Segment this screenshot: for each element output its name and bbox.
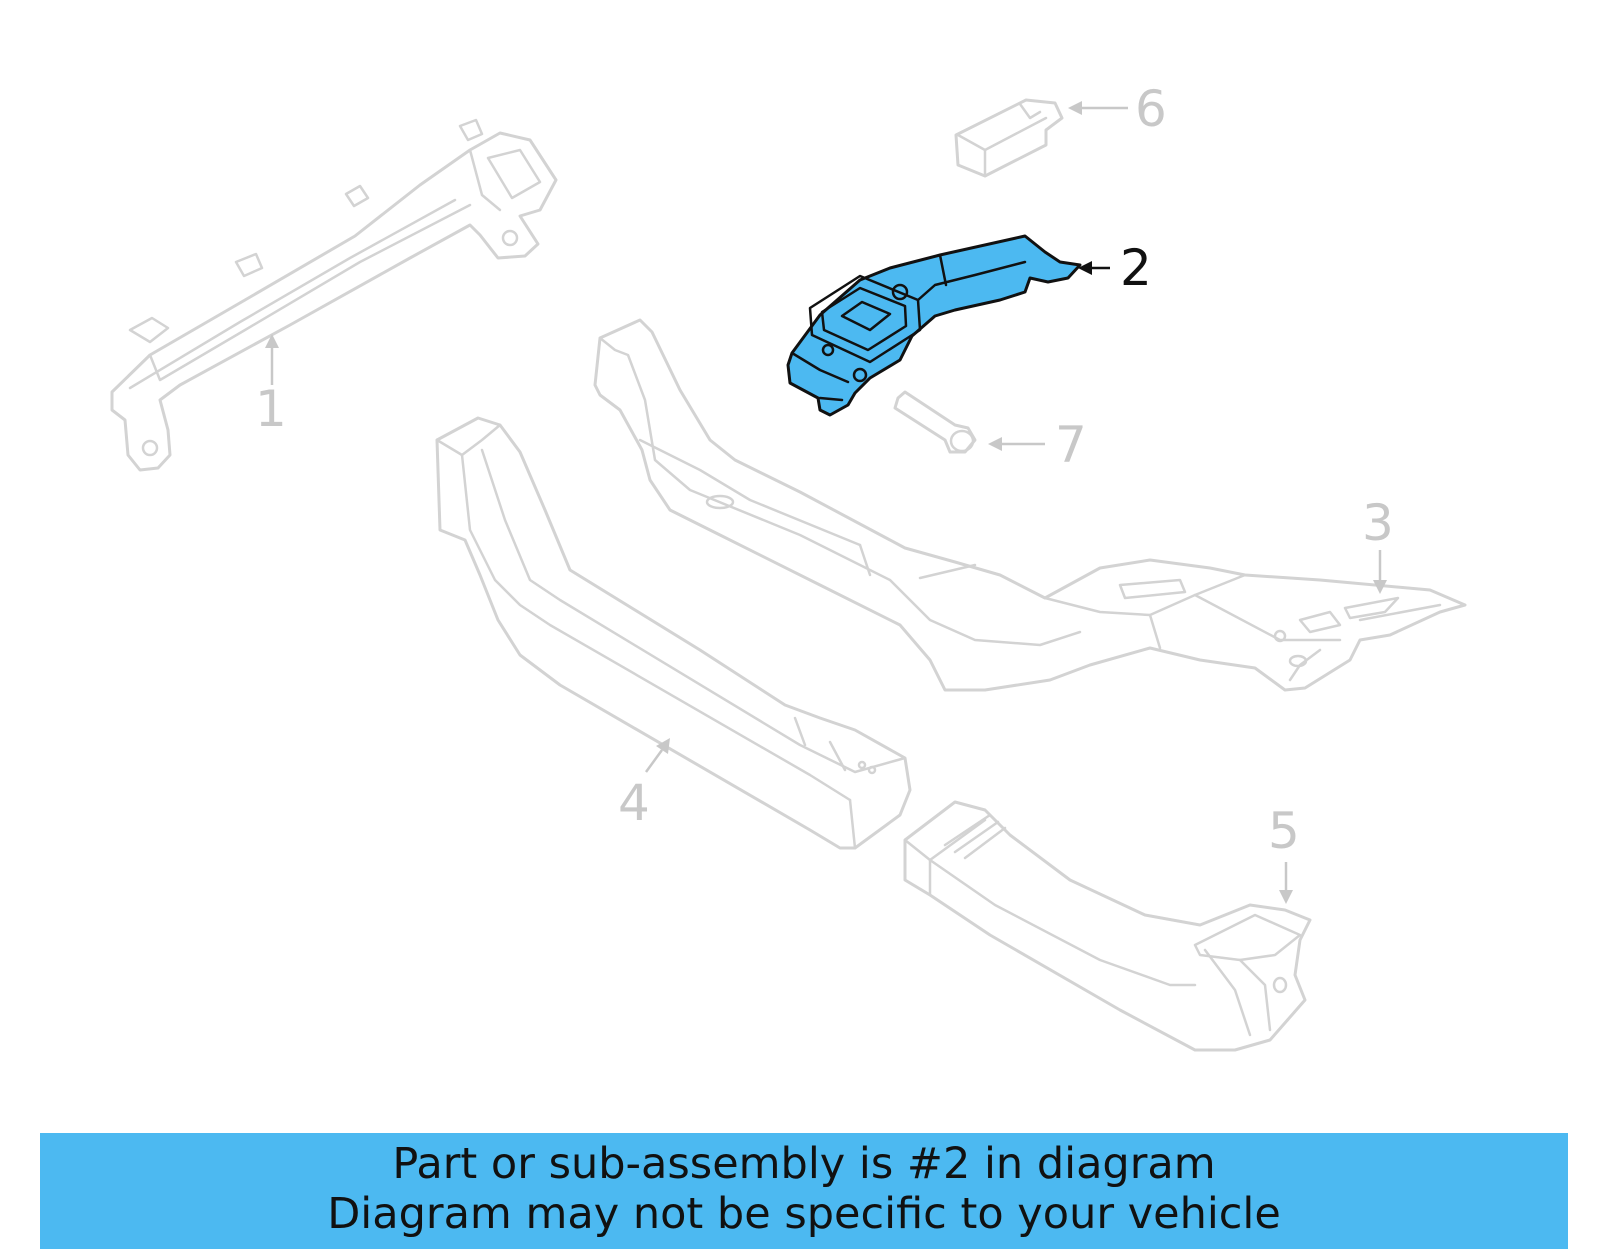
info-banner: Part or sub-assembly is #2 in diagram Di…	[40, 1133, 1568, 1249]
callout-1: 1	[255, 334, 287, 438]
part-7-pin	[893, 390, 977, 454]
svg-text:3: 3	[1362, 494, 1394, 552]
part-1-duct	[110, 118, 558, 472]
callout-4: 4	[618, 738, 670, 832]
callout-3: 3	[1362, 494, 1394, 594]
part-6-clip	[954, 98, 1064, 178]
banner-disclaimer-line: Diagram may not be specific to your vehi…	[327, 1189, 1281, 1239]
part-2-duct-highlighted	[786, 234, 1082, 417]
svg-text:4: 4	[618, 774, 650, 832]
svg-text:6: 6	[1135, 80, 1167, 138]
callout-5: 5	[1268, 802, 1300, 904]
banner-part-line: Part or sub-assembly is #2 in diagram	[392, 1139, 1216, 1189]
callout-2: 2	[1078, 239, 1152, 297]
svg-text:2: 2	[1120, 239, 1152, 297]
part-3-duct	[593, 318, 1467, 692]
svg-text:7: 7	[1055, 416, 1087, 474]
part-4-duct	[435, 416, 912, 850]
part-5-duct	[903, 800, 1312, 1052]
callout-7: 7	[988, 416, 1087, 474]
callout-6: 6	[1068, 80, 1167, 138]
svg-text:5: 5	[1268, 802, 1300, 860]
svg-text:1: 1	[255, 380, 287, 438]
